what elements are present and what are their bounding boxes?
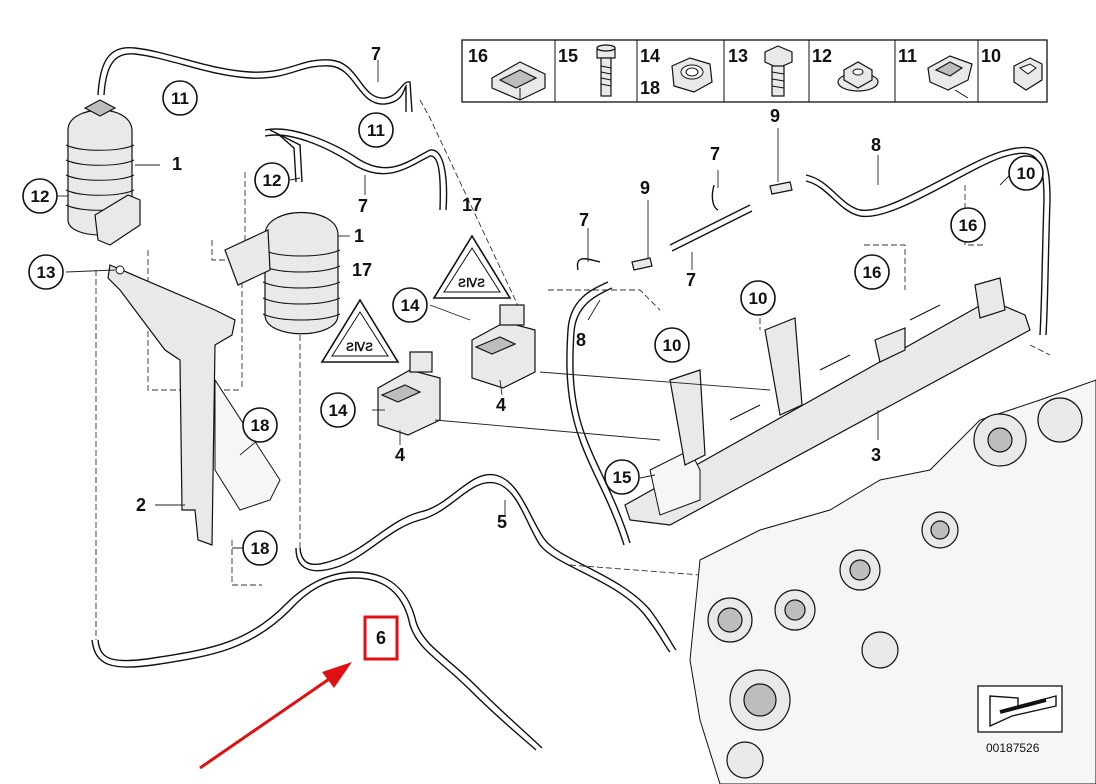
label-1-right: 1: [354, 226, 364, 246]
strip-label-18: 18: [640, 78, 660, 98]
warning-triangle-left: ƧⅣƧ: [320, 298, 400, 363]
hose-rail-3: [624, 277, 1031, 526]
callout-12-right: 12: [263, 171, 282, 190]
clip-16-drawing: [491, 61, 546, 101]
bolt-15-drawing: [596, 44, 616, 97]
red-arrow-icon: [322, 662, 352, 688]
callout-11-mid: 11: [367, 121, 385, 140]
label-7-left: 7: [579, 210, 589, 230]
label-2: 2: [136, 495, 146, 515]
turbo-engine: [689, 379, 1096, 784]
label-8-left: 8: [576, 330, 586, 350]
strip-label-11: 11: [898, 46, 917, 66]
clip-10-drawing: [1013, 57, 1043, 91]
label-5: 5: [497, 512, 507, 532]
callout-16-lower: 16: [863, 263, 882, 282]
warning-triangle-right: ƧⅣƧ: [432, 234, 512, 299]
number-leaders: [58, 60, 1011, 549]
label-7-mid: 7: [358, 196, 368, 216]
callout-14-upper: 14: [401, 296, 420, 315]
nut-12-drawing: [837, 61, 879, 92]
callout-10-middle: 10: [749, 289, 768, 308]
strip-label-10: 10: [981, 46, 1001, 66]
label-9-left: 9: [640, 178, 650, 198]
label-4-left: 4: [395, 445, 405, 465]
callout-15: 15: [613, 468, 632, 487]
callout-12-left: 12: [31, 187, 50, 206]
callouts: 11 11 12 12 13 18 18 14 14 10 10 10 16 1…: [22, 80, 1044, 566]
label-3: 3: [871, 445, 881, 465]
label-9-right: 9: [770, 106, 780, 126]
callout-16-upper: 16: [959, 216, 978, 235]
svg-text:ƧⅣƧ: ƧⅣƧ: [458, 276, 485, 290]
label-4-right: 4: [496, 395, 506, 415]
highlight-part-6: 6: [199, 615, 399, 770]
callout-13: 13: [37, 263, 56, 282]
callout-18-upper: 18: [251, 416, 270, 435]
bolt-13-drawing: [764, 45, 793, 97]
orientation-box: 00187526: [977, 685, 1063, 755]
label-7-upper: 7: [710, 144, 720, 164]
callout-14-lower: 14: [329, 401, 348, 420]
strip-label-15: 15: [558, 46, 578, 66]
label-1-left: 1: [172, 154, 182, 174]
parts-strip: 16 15 14 18 13 12 11 10: [461, 39, 1048, 103]
clip-11-drawing: [927, 55, 973, 99]
label-7-lower: 7: [686, 270, 696, 290]
callout-10-left: 10: [663, 336, 682, 355]
label-8-right: 8: [871, 135, 881, 155]
label-17-right: 17: [462, 195, 482, 215]
number-labels: 7 7 7 7 7 1 1 2 3 4 4 5 8 8 9 9 17 17: [136, 44, 881, 532]
svg-text:ƧⅣƧ: ƧⅣƧ: [346, 340, 373, 354]
valve-right: [471, 304, 536, 389]
diagram-code: 00187526: [986, 741, 1040, 755]
vacuum-reservoir-left: [65, 99, 141, 246]
callout-18-lower: 18: [251, 539, 270, 558]
strip-label-12: 12: [812, 46, 832, 66]
callout-10-right: 10: [1017, 164, 1036, 183]
strip-label-14: 14: [640, 46, 660, 66]
label-17-left: 17: [352, 260, 372, 280]
callout-11-top: 11: [171, 89, 189, 108]
label-6: 6: [376, 628, 386, 648]
connectors-9: [631, 181, 793, 271]
nut-14-drawing: [671, 57, 713, 93]
bracket-2: [107, 264, 281, 546]
label-7-top: 7: [371, 44, 381, 64]
strip-label-16: 16: [468, 46, 488, 66]
strip-label-13: 13: [728, 46, 748, 66]
vacuum-reservoir-right: [224, 211, 341, 335]
valve-left: [377, 351, 441, 436]
